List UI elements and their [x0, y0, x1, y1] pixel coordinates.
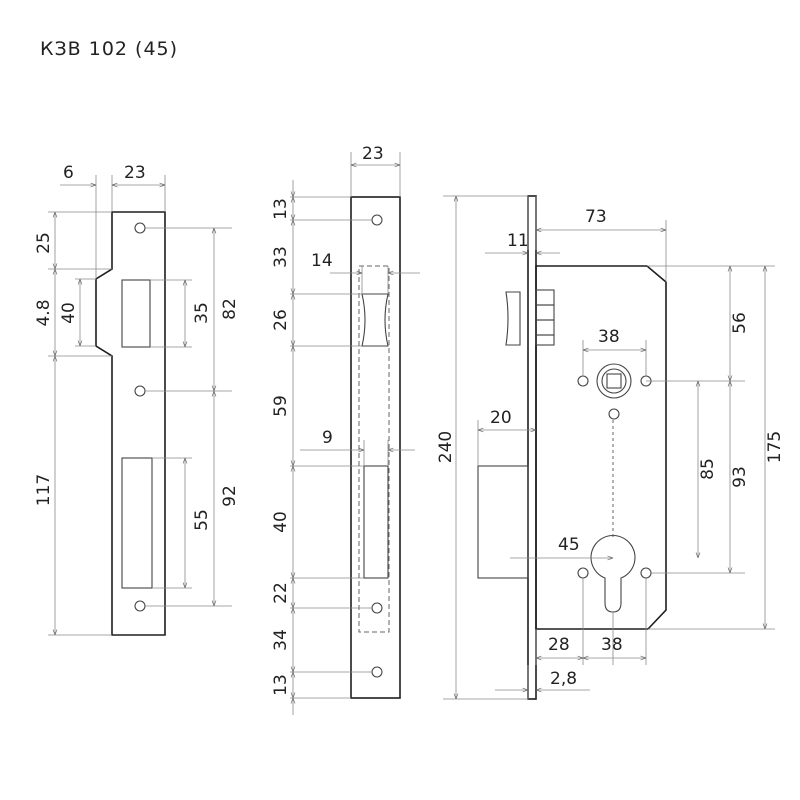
deadbolt: [477, 465, 529, 579]
dim-label: 26: [271, 309, 291, 331]
latch-slot: [121, 279, 151, 348]
striker-plate: [95, 211, 166, 636]
dim-label: 93: [730, 466, 750, 488]
dim-label: 9: [322, 428, 333, 448]
latch-tail: [535, 289, 555, 306]
dim-label: 4.8: [34, 299, 54, 326]
dim-label: 20: [490, 408, 512, 428]
dim-label: 2,8: [550, 669, 577, 689]
dim-label: 73: [585, 207, 607, 227]
dim-label: 40: [59, 302, 79, 324]
dim-label: 55: [192, 509, 212, 531]
dim-label: 11: [507, 231, 529, 251]
screw-hole: [577, 567, 589, 579]
dim-label: 33: [271, 246, 291, 268]
screw-hole: [134, 222, 146, 234]
dim-label: 35: [192, 302, 212, 324]
dim-label: 6: [63, 163, 74, 183]
dim-label: 117: [34, 474, 54, 506]
dim-label: 40: [271, 511, 291, 533]
latch-bolt: [505, 291, 521, 346]
latch-face: [361, 293, 389, 347]
lock-faceplate: [527, 195, 537, 700]
screw-hole: [577, 375, 589, 387]
dim-label: 34: [271, 629, 291, 651]
dim-label: 23: [362, 144, 384, 164]
dim-label: 28: [548, 635, 570, 655]
dim-label: 92: [220, 485, 240, 507]
screw-hole: [134, 600, 146, 612]
face-plate: [350, 196, 401, 699]
screw-hole: [134, 385, 146, 397]
dim-label: 45: [558, 535, 580, 555]
dim-label: 22: [271, 582, 291, 604]
dim-label: 38: [598, 327, 620, 347]
dim-label: 38: [601, 635, 623, 655]
dim-label: 175: [765, 431, 785, 463]
bolt-face: [363, 465, 389, 579]
drawing-title: КЗВ 102 (45): [40, 38, 179, 60]
dim-label: 23: [124, 163, 146, 183]
dim-label: 13: [271, 674, 291, 696]
dim-label: 56: [730, 312, 750, 334]
lock-body: [477, 195, 667, 700]
dim-label: 14: [311, 251, 333, 271]
dim-label: 59: [271, 395, 291, 417]
dim-label: 82: [220, 298, 240, 320]
bolt-slot: [121, 457, 153, 589]
spindle-hub: [577, 363, 652, 420]
screw-hole: [371, 666, 383, 678]
dim-label: 85: [698, 458, 718, 480]
screw-hole: [640, 567, 652, 579]
dim-label: 13: [271, 198, 291, 220]
dim-label: 240: [436, 431, 456, 463]
screw-hole: [371, 214, 383, 226]
dim-label: 25: [34, 232, 54, 254]
screw-hole: [371, 602, 383, 614]
cylinder-keyhole: [590, 534, 636, 613]
